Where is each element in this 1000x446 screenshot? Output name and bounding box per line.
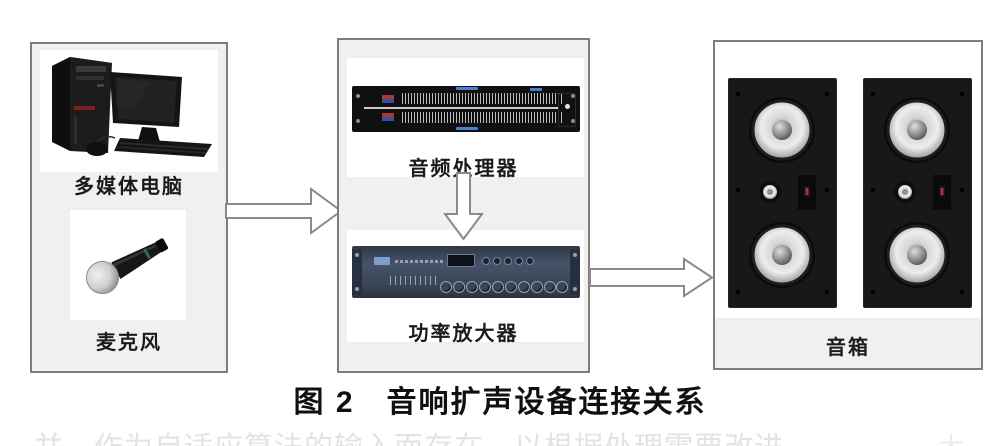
- speaker-label-strip: 音箱: [715, 318, 981, 368]
- speaker-left-icon: [728, 78, 837, 308]
- label-power-amplifier: 功率放大器: [408, 323, 519, 345]
- cutoff-body-text-fragment: 大: [938, 427, 964, 446]
- figure-caption: 图 2 音响扩声设备连接关系: [293, 386, 707, 419]
- microphone-icon: [70, 210, 186, 320]
- arrow-input-to-processor-icon: [225, 187, 343, 235]
- label-audio-processor: 音频处理器: [408, 158, 519, 180]
- equalizer-rack-icon: [352, 86, 580, 132]
- group-box-speakers: 音箱: [713, 40, 983, 370]
- label-multimedia-computer: 多媒体电脑: [74, 176, 184, 198]
- speaker-right-icon: [863, 78, 972, 308]
- label-speakers: 音箱: [826, 337, 870, 359]
- group-box-processing: 音频处理器: [337, 38, 590, 373]
- arrow-processor-to-amplifier-icon: [443, 172, 484, 241]
- label-microphone: 麦克风: [96, 332, 162, 354]
- cutoff-body-text: 并 作为自适应算法的输入而存在，以根据处理需要改进: [34, 424, 784, 446]
- desktop-computer-icon: [40, 50, 218, 172]
- amplifier-rack-icon: [352, 246, 580, 298]
- group-box-input-devices: 多媒体电脑 麦克风: [30, 42, 228, 373]
- arrow-amplifier-to-speakers-icon: [589, 257, 714, 298]
